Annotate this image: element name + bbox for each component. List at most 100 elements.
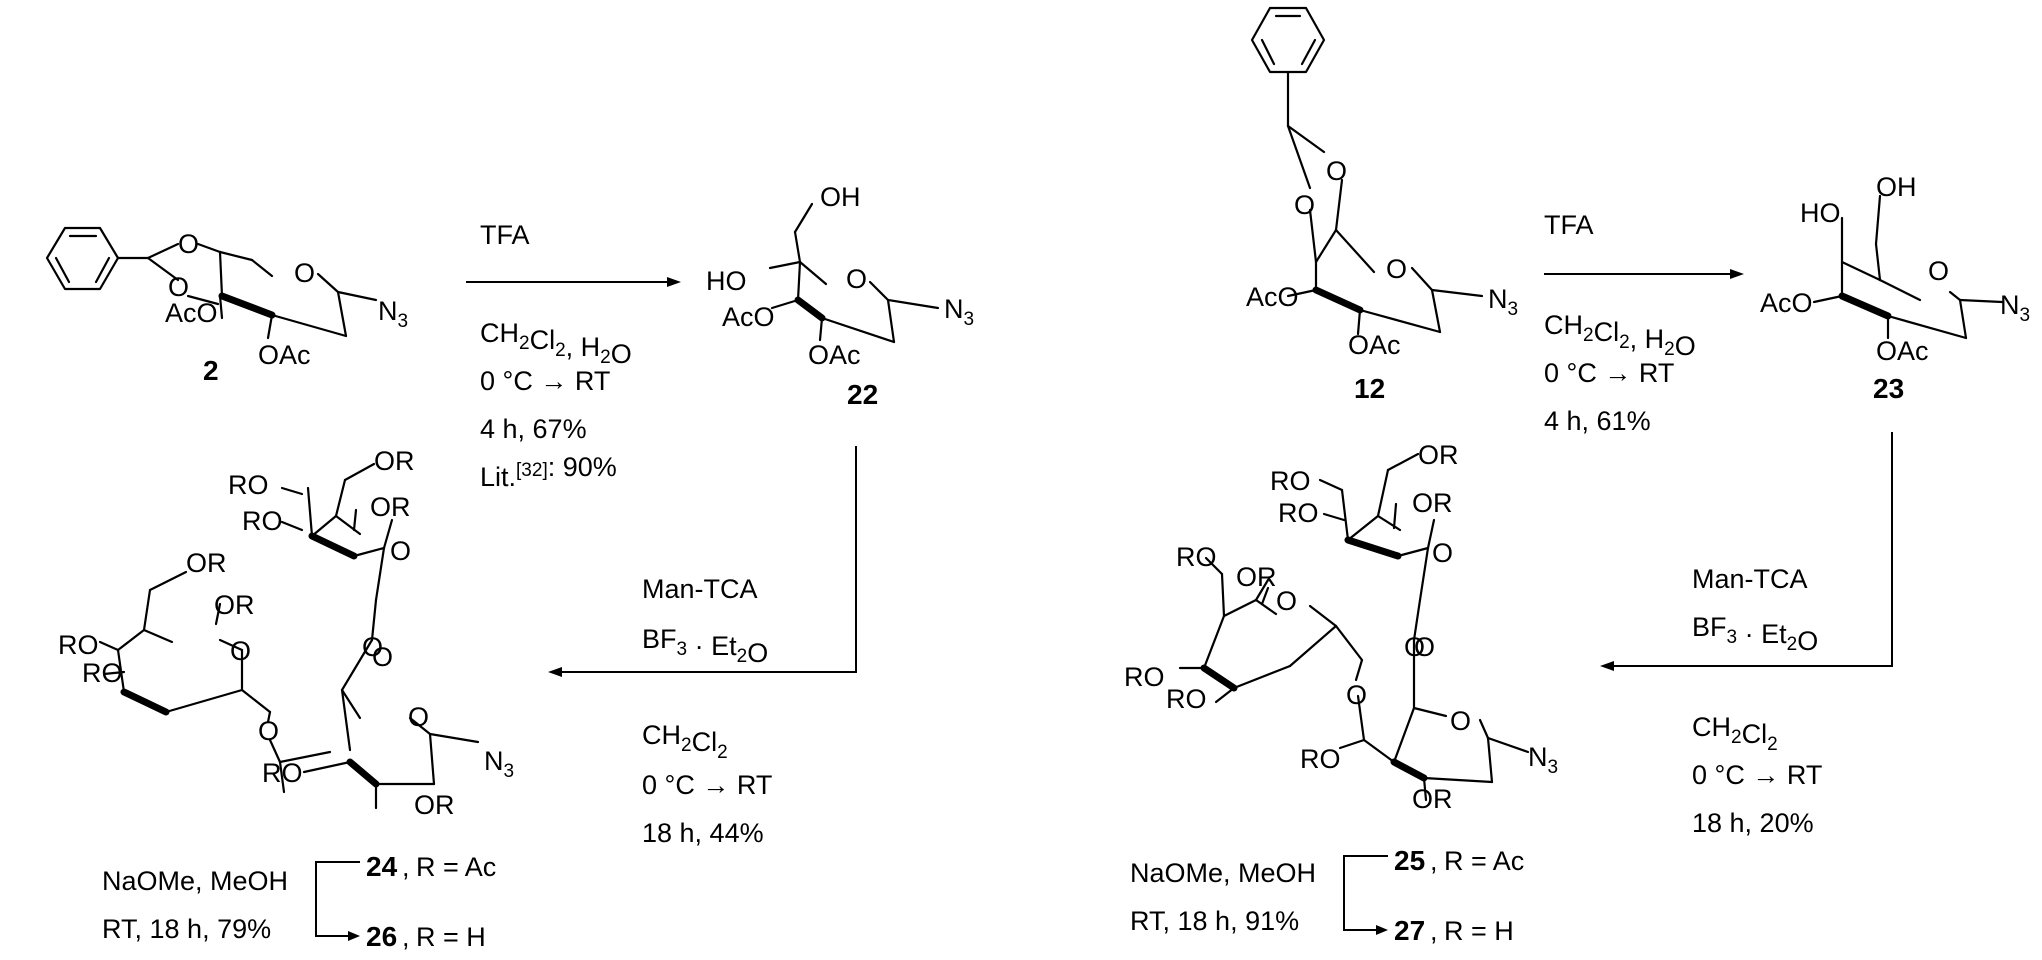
atom-label: OR	[414, 790, 455, 820]
atom-label: O	[1276, 586, 1297, 616]
temperature-label: 0 °C → RT	[642, 770, 772, 800]
time-yield-label: 18 h, 20%	[1692, 808, 1814, 838]
atom-label: O	[178, 229, 199, 259]
atom-label: RO	[1124, 662, 1165, 692]
arrow-head	[548, 667, 562, 677]
atom-label: OH	[820, 182, 861, 212]
atom-label: OR	[1418, 440, 1459, 470]
atom-label: OAc	[808, 340, 861, 370]
atom-label: OAc	[258, 340, 311, 370]
atom-label: RO	[262, 758, 303, 788]
trisaccharide-25-structure: RO RO OR OR O O RO OR RO RO O O O O RO N…	[1124, 440, 1558, 814]
atom-label: O	[1404, 632, 1425, 662]
atom-label: O	[390, 536, 411, 566]
deprotection-conditions: RT, 18 h, 79%	[102, 914, 271, 944]
time-yield-label: 18 h, 44%	[642, 818, 764, 848]
atom-label: N3	[378, 296, 408, 332]
compound-2-structure: O O O AcO N3 OAc 2	[45, 226, 408, 386]
atom-label: O	[1326, 156, 1347, 186]
atom-label: O	[1294, 190, 1315, 220]
deprotection-arrow	[315, 861, 360, 937]
atom-label: OAc	[1876, 336, 1929, 366]
compound-23-structure: HO OH O AcO N3 OAc 23	[1760, 172, 2030, 404]
atom-label: RO	[1270, 466, 1311, 496]
deprotection-reagents: NaOMe, MeOH	[1130, 858, 1316, 888]
left-panel: O O O AcO N3 OAc 2 TFA CH2Cl2, H2O 0 °C …	[45, 182, 974, 952]
atom-label: AcO	[722, 302, 775, 332]
atom-label: RO	[1300, 744, 1341, 774]
atom-label: O	[1386, 254, 1407, 284]
atom-label: OR	[1412, 488, 1453, 518]
atom-label: OR	[186, 548, 227, 578]
atom-label: HO	[706, 266, 747, 296]
r-group-label: ,	[402, 852, 410, 882]
atom-label: OR	[1236, 562, 1277, 592]
atom-label: O	[408, 702, 429, 732]
reaction-arrow	[1612, 432, 1893, 667]
solvent-label: CH2Cl2	[642, 720, 728, 763]
atom-label: O	[294, 258, 315, 288]
atom-label: O	[1346, 680, 1367, 710]
atom-label: OR	[374, 446, 415, 476]
atom-label: O	[1432, 538, 1453, 568]
atom-label: N3	[484, 746, 514, 782]
atom-label: O	[372, 642, 393, 672]
atom-label: O	[846, 264, 867, 294]
compound-number: 27	[1394, 915, 1425, 946]
atom-label: RO	[1176, 542, 1217, 572]
atom-label: RO	[242, 506, 283, 536]
trisaccharide-24-structure: RO RO OR OR O O OR OR RO RO O O O O RO N…	[58, 446, 514, 820]
atom-label: O	[168, 272, 189, 302]
r-group-label: R = H	[1444, 916, 1514, 946]
solvent-label: CH2Cl2	[1692, 712, 1778, 755]
r-group-label: ,	[1430, 916, 1438, 946]
reagent-label: TFA	[480, 220, 530, 250]
atom-label: AcO	[1760, 288, 1813, 318]
atom-label: O	[1928, 256, 1949, 286]
atom-label: OR	[214, 590, 255, 620]
atom-label: O	[1414, 632, 1435, 662]
r-group-label: R = H	[416, 922, 486, 952]
atom-label: OH	[1876, 172, 1917, 202]
temperature-label: 0 °C → RT	[1692, 760, 1822, 790]
atom-label: N3	[944, 294, 974, 330]
atom-label: N3	[1528, 742, 1558, 778]
atom-label: O	[1450, 706, 1471, 736]
temperature-label: 0 °C → RT	[1544, 358, 1674, 388]
reagent-label: Man-TCA	[1692, 564, 1808, 594]
atom-label: O	[230, 636, 251, 666]
temperature-label: 0 °C → RT	[480, 366, 610, 396]
reagent-label: TFA	[1544, 210, 1594, 240]
lewis-acid-label: BF3 · Et2O	[642, 624, 768, 668]
atom-label: RO	[1278, 498, 1319, 528]
atom-label: N3	[1488, 284, 1518, 320]
arrow-head	[667, 277, 681, 287]
atom-label: OR	[370, 492, 411, 522]
atom-label: O	[362, 632, 383, 662]
time-yield-label: 4 h, 67%	[480, 414, 587, 444]
atom-label: RO	[58, 630, 99, 660]
right-panel: O O O AcO N3 OAc 12 TFA CH2Cl2, H2O 0 °C…	[1124, 6, 2030, 946]
compound-number: 12	[1354, 373, 1385, 404]
atom-label: RO	[228, 470, 269, 500]
arrow-head	[348, 931, 360, 941]
solvent-label: CH2Cl2, H2O	[1544, 310, 1696, 361]
compound-22-structure: OH HO O AcO N3 OAc 22	[706, 182, 974, 410]
solvent-label: CH2Cl2, H2O	[480, 318, 632, 369]
compound-number: 25	[1394, 845, 1425, 876]
compound-number: 26	[366, 921, 397, 952]
reaction-arrow	[560, 446, 857, 673]
r-group-label: R = Ac	[1444, 846, 1524, 876]
arrow-head	[1376, 925, 1388, 935]
atom-label: O	[258, 716, 279, 746]
literature-label: Lit.[32]: 90%	[480, 452, 617, 492]
atom-label: N3	[2000, 290, 2030, 326]
benzene-ring	[45, 226, 120, 291]
r-group-label: R = Ac	[416, 852, 496, 882]
compound-number: 2	[203, 355, 219, 386]
benzene-ring	[1250, 6, 1326, 74]
atom-label: RO	[1166, 684, 1207, 714]
compound-12-structure: O O O AcO N3 OAc 12	[1246, 6, 1518, 404]
compound-number: 24	[366, 851, 398, 882]
